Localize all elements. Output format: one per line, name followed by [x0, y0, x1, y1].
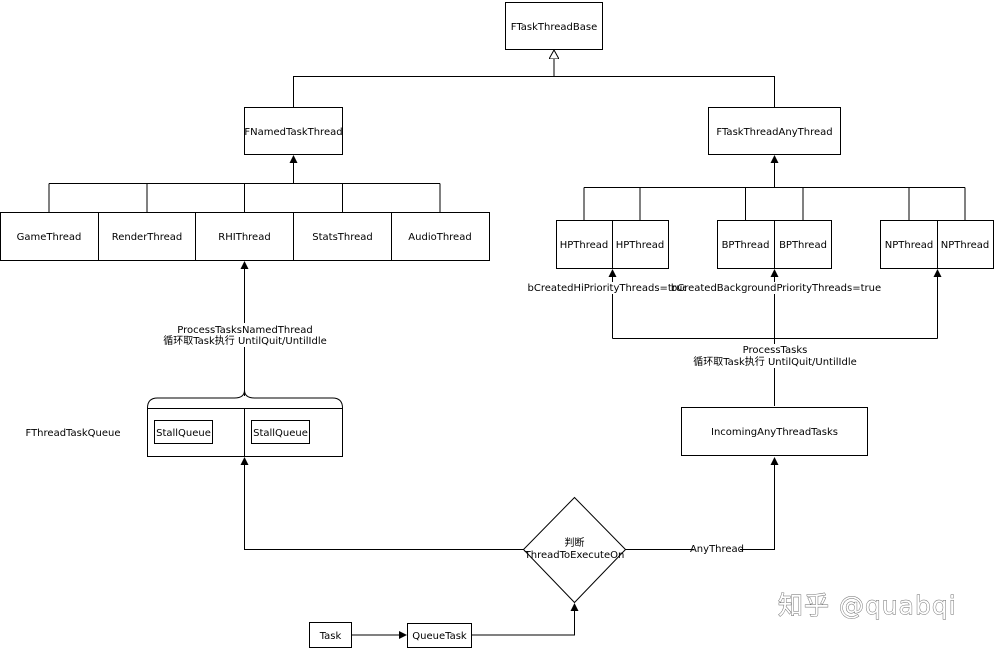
node-npthread-label: NPThread: [885, 240, 933, 251]
decision-threadtoexecuteon: 判断 ThreadToExecuteOn: [522, 496, 627, 604]
node-fnamedtaskthread: FNamedTaskThread: [244, 107, 343, 155]
hp-flag-label: bCreatedHiPriorityThreads=true: [528, 283, 689, 294]
node-bpthread-pair: BPThread BPThread: [717, 220, 832, 269]
node-fthreadtaskqueue: StallQueue StallQueue: [147, 408, 343, 457]
node-renderthread-label: RenderThread: [112, 232, 183, 243]
node-bpthread-label: BPThread: [779, 240, 827, 251]
stall-queue-label: StallQueue: [253, 428, 308, 439]
anythread-edge-label: AnyThread: [690, 544, 744, 555]
node-audiothread-label: AudioThread: [408, 232, 471, 243]
bp-flag-label: bCreatedBackgroundPriorityThreads=true: [671, 283, 881, 294]
node-npthread-label: NPThread: [941, 240, 989, 251]
node-queuetask-label: QueueTask: [412, 631, 467, 642]
process-named-line1: ProcessTasksNamedThread: [177, 325, 313, 336]
anythread-children-edges: [583, 155, 966, 220]
flag-labels: bCreatedHiPriorityThreads=true bCreatedB…: [528, 282, 881, 294]
node-npthread-pair: NPThread NPThread: [880, 220, 994, 269]
node-statsthread-label: StatsThread: [312, 232, 373, 243]
node-gamethread-label: GameThread: [17, 232, 82, 243]
node-fnamedtaskthread-label: FNamedTaskThread: [244, 127, 342, 138]
thread-task-queue-label: FThreadTaskQueue: [26, 428, 121, 439]
node-incominganythreadtasks-label: IncomingAnyThreadTasks: [711, 427, 838, 438]
node-ftaskthreadbase: FTaskThreadBase: [505, 2, 603, 50]
node-ftaskthreadanythread: FTaskThreadAnyThread: [708, 107, 841, 155]
node-ftaskthreadbase-label: FTaskThreadBase: [511, 22, 597, 33]
node-ftaskthreadanythread-label: FTaskThreadAnyThread: [716, 127, 832, 138]
node-queuetask: QueueTask: [407, 623, 472, 648]
stall-queue-label: StallQueue: [156, 428, 211, 439]
node-hpthread-label: HPThread: [560, 240, 609, 251]
watermark-text: 知乎 @quabqi: [778, 591, 957, 620]
node-bpthread-label: BPThread: [722, 240, 770, 251]
named-children-edges: [48, 155, 441, 212]
process-tasks-label: ProcessTasks 循环取Task执行 UntilQuit/UntilId…: [693, 344, 857, 368]
node-rhithread-label: RHIThread: [218, 232, 270, 243]
node-hpthread-label: HPThread: [616, 240, 665, 251]
decision-line2: ThreadToExecuteOn: [524, 550, 625, 561]
named-children-row: GameThread RenderThread RHIThread StatsT…: [0, 212, 490, 261]
node-hpthread-pair: HPThread HPThread: [556, 220, 669, 269]
task-flow-edges: [352, 603, 579, 639]
node-task-label: Task: [319, 631, 342, 642]
node-task: Task: [309, 622, 352, 648]
decision-edges: AnyThread: [240, 457, 779, 555]
process-tasks-line2: 循环取Task执行 UntilQuit/UntilIdle: [693, 355, 857, 368]
process-tasks-line1: ProcessTasks: [743, 345, 808, 356]
process-named-line2: 循环取Task执行 UntilQuit/UntilIdle: [163, 334, 327, 347]
decision-line1: 判断: [565, 536, 585, 549]
inheritance-edges: [293, 50, 775, 107]
node-incominganythreadtasks: IncomingAnyThreadTasks: [681, 407, 868, 456]
process-named-label: ProcessTasksNamedThread 循环取Task执行 UntilQ…: [163, 323, 327, 347]
